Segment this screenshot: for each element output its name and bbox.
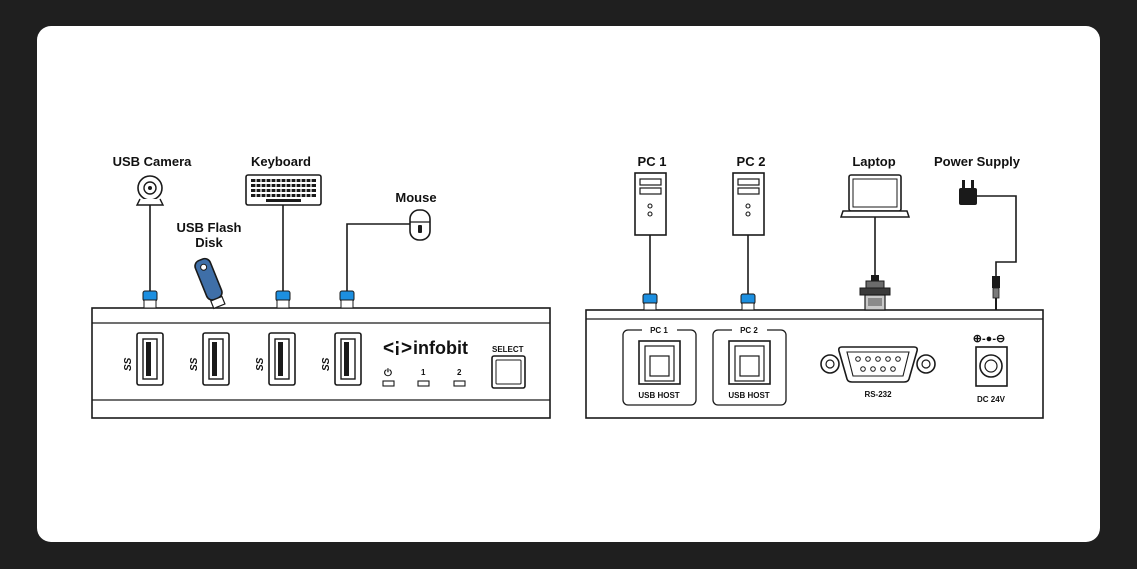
laptop-device: Laptop	[839, 154, 911, 311]
pc1-device: PC 1	[634, 154, 667, 311]
mouse-device: Mouse	[339, 190, 437, 309]
usb-camera-device: USB Camera	[113, 154, 193, 309]
rs232-label: RS-232	[864, 390, 892, 399]
led-1	[417, 380, 430, 387]
rs232-port: RS-232	[820, 346, 936, 399]
usb-ss-mark: SS	[321, 357, 332, 371]
front-panel: SS SS SS SS < > info	[91, 307, 551, 419]
pc2-port-title: PC 2	[740, 326, 758, 335]
pc2-port-caption: USB HOST	[728, 391, 769, 400]
usb-ss-mark: SS	[255, 357, 266, 371]
laptop-label: Laptop	[852, 154, 895, 169]
led-1-label: 1	[421, 368, 426, 377]
power-supply-device: Power Supply	[934, 154, 1021, 310]
power-led	[382, 380, 395, 387]
usb-flash-disk-label-line1: USB Flash	[176, 220, 241, 235]
svg-text:>: >	[401, 338, 412, 359]
polarity-label: ⊕-●-⊖	[973, 333, 1005, 345]
usb-ss-mark: SS	[123, 357, 134, 371]
rear-panel: PC 1 USB HOST PC 2 USB HOST	[585, 309, 1044, 419]
pc2-label: PC 2	[737, 154, 766, 169]
power-adapter-icon	[959, 188, 977, 205]
usb-port-2: SS	[189, 332, 230, 386]
led-indicators: ⏻ 1 2	[382, 367, 466, 387]
flash-drive-icon	[194, 257, 226, 310]
brand-logo: < > infobit	[383, 338, 468, 359]
pc1-label: PC 1	[638, 154, 667, 169]
select-button-label: SELECT	[492, 345, 524, 354]
svg-text:<: <	[383, 338, 394, 359]
usb-flash-disk-label-line2: Disk	[195, 235, 223, 250]
usb-flash-disk-device: USB Flash Disk	[176, 220, 242, 310]
usb-port-1: SS	[123, 332, 164, 386]
dc-label: DC 24V	[977, 395, 1006, 404]
serial-plug	[871, 275, 879, 281]
power-led-label: ⏻	[384, 367, 392, 379]
pc1-port-title: PC 1	[650, 326, 668, 335]
usb-host-port-pc1: PC 1 USB HOST	[622, 325, 697, 406]
usb-host-port-pc2: PC 2 USB HOST	[712, 325, 787, 406]
mouse-label: Mouse	[395, 190, 436, 205]
keyboard-device: Keyboard	[245, 154, 322, 309]
power-supply-label: Power Supply	[934, 154, 1021, 169]
pc2-device: PC 2	[732, 154, 766, 311]
usb-port-4: SS	[321, 332, 362, 386]
usb-port-3: SS	[255, 332, 296, 386]
led-2-label: 2	[457, 368, 462, 377]
keyboard-label: Keyboard	[251, 154, 311, 169]
usb-camera-label: USB Camera	[113, 154, 193, 169]
pc1-port-caption: USB HOST	[638, 391, 679, 400]
led-2	[453, 380, 466, 387]
usb-ss-mark: SS	[189, 357, 200, 371]
dc-power-port: ⊕-●-⊖ DC 24V	[973, 333, 1008, 404]
brand-name: infobit	[413, 338, 468, 358]
